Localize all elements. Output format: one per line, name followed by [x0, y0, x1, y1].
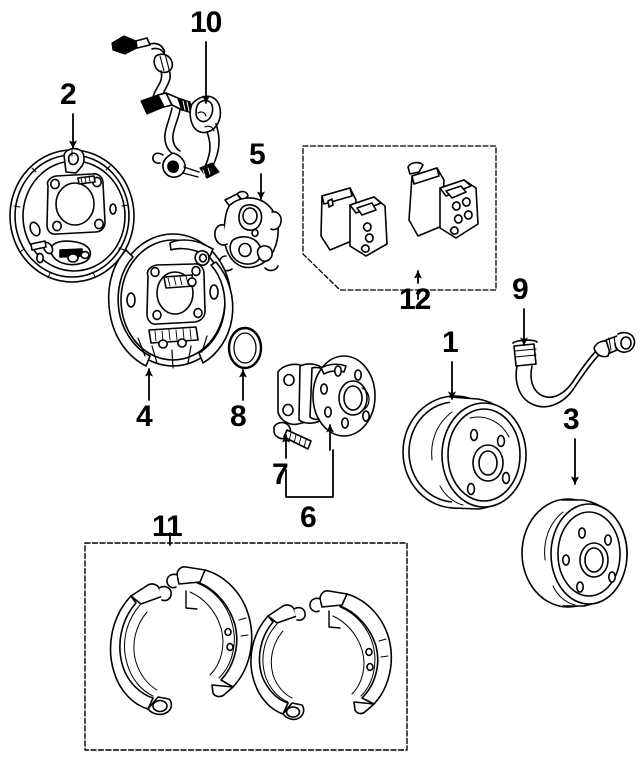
- part-axle-hub-assembly: [277, 355, 376, 437]
- callout-7: 7: [272, 458, 289, 491]
- part-brake-shoe-kit: [84, 542, 408, 751]
- part-disc-brake-pad-kit: [302, 145, 497, 291]
- callout-10: 10: [190, 6, 222, 39]
- part-disc-brake-caliper: [214, 190, 282, 272]
- part-backing-plate-left: [9, 147, 135, 283]
- callout-2: 2: [60, 78, 77, 111]
- part-oil-seal-oring: [227, 326, 263, 370]
- callout-6: 6: [300, 501, 317, 534]
- callout-8: 8: [230, 400, 247, 433]
- callout-3: 3: [563, 403, 580, 436]
- part-abs-speed-sensor: [111, 35, 222, 179]
- callout-11: 11: [152, 510, 183, 543]
- part-brake-drum: [402, 395, 527, 510]
- callout-12: 12: [399, 283, 431, 316]
- part-brake-flexible-hose: [512, 331, 636, 408]
- bracket-6-7: [285, 449, 334, 498]
- part-hub-bolt: [273, 421, 312, 450]
- callout-9: 9: [512, 273, 529, 306]
- callout-1: 1: [442, 326, 459, 359]
- callout-4: 4: [136, 400, 153, 433]
- part-brake-rotor-disc: [521, 498, 628, 608]
- callout-5: 5: [249, 138, 266, 171]
- part-backing-plate-right: [107, 233, 234, 369]
